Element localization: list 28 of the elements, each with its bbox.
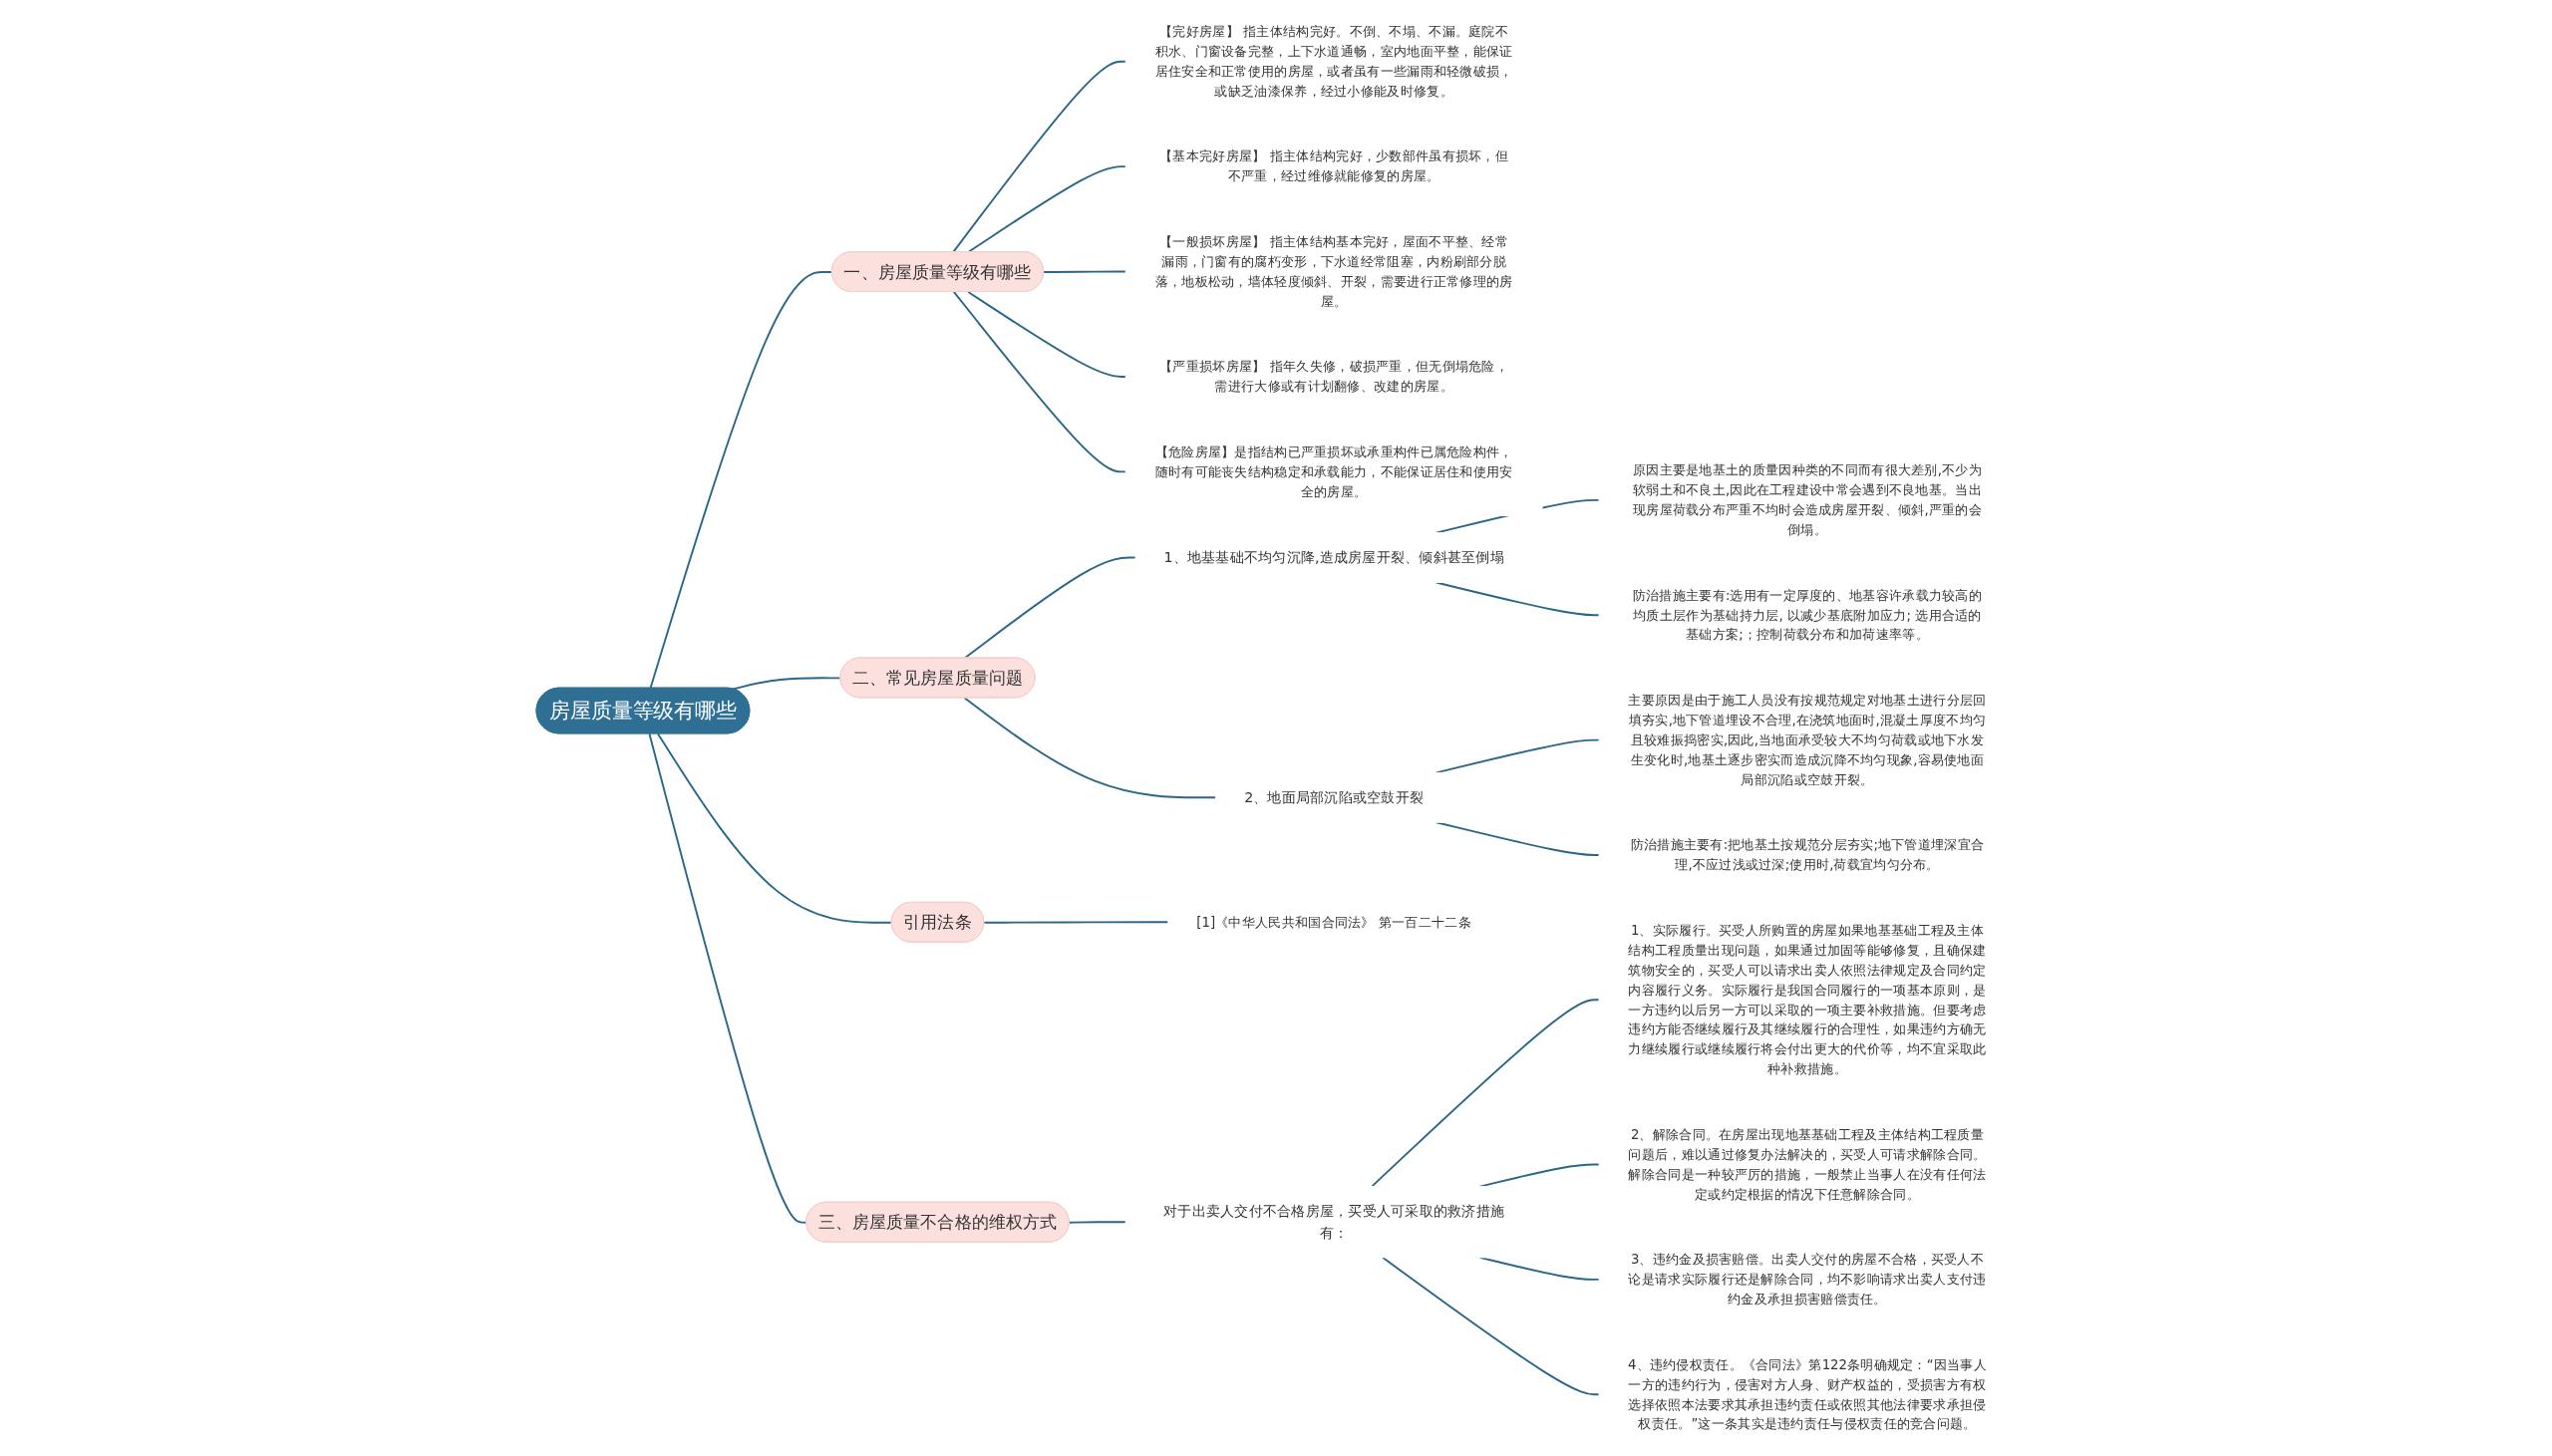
- connector: [1043, 270, 1127, 273]
- node-text: 【危险房屋】是指结构已严重损坏或承重构件已属危险构件，随时有可能丧失结构稳定和承载能力，不能保证居住和使用安全的房屋。: [1154, 443, 1513, 499]
- node-text: 主要原因是由于施工人员没有按规范规定对地基土进行分层回填夯实,地下管道埋设不合理,在浇筑地面时,混凝土厚度不均匀且较难振捣密实,因此,当地面承受较大不均匀荷载或地下水发生变化时,地基土逐步密实而造成沉降不均匀现象,容易使地面局部沉陷或空鼓开裂。: [1628, 692, 1987, 787]
- node-text: 【基本完好房屋】 指主体结构完好，少数部件虽有损坏，但不严重，经过维修就能修复的房屋。: [1159, 148, 1509, 184]
- connector: [649, 271, 833, 690]
- node-text: 1、地基基础不均匀沉降,造成房屋开裂、倾斜甚至倒塌: [1163, 548, 1504, 566]
- connector: [1068, 1221, 1127, 1224]
- connector: [1371, 999, 1600, 1188]
- node-text: 2、解除合同。在房屋出现地基基础工程及主体结构工程质量问题后，难以通过修复办法解决的，买受人可请求解除合同。解除合同是一种较严厉的措施，一般禁止当事人在没有任何法定或约定根据的情况下任意解除合同。: [1628, 1126, 1987, 1202]
- connector: [963, 697, 1217, 799]
- node-text: 【完好房屋】 指主体结构完好。不倒、不塌、不漏。庭院不积水、门窗设备完整，上下水道通畅，室内地面平整，能保证居住安全和正常使用的房屋，或者虽有一些漏雨和轻微破损，或缺乏油漆保养，经过小修能及时修复。: [1154, 23, 1513, 99]
- node-text: 原因主要是地基土的质量因种类的不同而有很大差别,不少为软弱土和不良土,因此在工程建设中常会遇到不良地基。当出现房屋荷载分布严重不均时会造成房屋开裂、倾斜,严重的会倒塌。: [1633, 461, 1982, 537]
- node-text: 3、违约金及损害赔偿。出卖人交付的房屋不合格，买受人不论是请求实际履行还是解除合同，均不影响请求出卖人支付违约金及承担损害赔偿责任。: [1628, 1251, 1987, 1307]
- connector: [952, 291, 1127, 473]
- connector: [983, 921, 1169, 924]
- node-text: 1、实际履行。买受人所购置的房屋如果地基基础工程及主体结构工程质量出现问题，如果通过加固等能够修复，且确保建筑物安全的，买受人可以请求出卖人依照法律规定及合同约定内容履行义务。实际履行是我国合同履行的一项基本原则，是一方违约以后另一方可以采取的一项主要补救措施。但要考虑违约方能否继续履行及其继续履行的合理性，如果违约方确无力继续履行或继续履行将会付出更大的代价等，均不宜采取此种补救措施。: [1628, 922, 1987, 1077]
- connector: [967, 291, 1127, 378]
- connector: [1382, 1256, 1600, 1396]
- node-text: 【一般损坏房屋】 指主体结构基本完好，屋面不平整、经常漏雨，门窗有的腐朽变形，下水道经常阻塞，内粉刷部分脱落，地板松动，墙体轻度倾斜、开裂，需要进行正常修理的房屋。: [1154, 233, 1513, 309]
- node-text: 2、地面局部沉陷或空鼓开裂: [1244, 788, 1425, 806]
- node-text: 4、违约侵权责任。《合同法》第122条明确规定：“因当事人一方的违约行为，侵害对方人身、财产权益的，受损害方有权选择依照本法要求其承担违约责任或依照其他法律要求承担侵权责任。”这一条其实是违约责任与侵权责任的竞合问题。: [1628, 1356, 1987, 1432]
- node-text: 【严重损坏房屋】 指年久失修，破损严重，但无倒塌危险，需进行大修或有计划翻修、改建的房屋。: [1159, 358, 1509, 395]
- node-text: 防治措施主要有:选用有一定厚度的、地基容许承载力较高的均质土层作为基础持力层, 以减少基底附加应力; 选用合适的基础方案;；控制荷载分布和加荷速率等。: [1632, 587, 1983, 643]
- node-text: 对于出卖人交付不合格房屋，买受人可采取的救济措施有：: [1163, 1202, 1505, 1242]
- connector: [1478, 1256, 1600, 1281]
- connector: [657, 732, 893, 924]
- node-text: 防治措施主要有:把地基土按规范分层夯实;地下管道埋深宜合理,不应过浅或过深;使用时,荷载宜均匀分布。: [1630, 836, 1985, 873]
- node-text: [1]《中华人民共和国合同法》 第一百二十二条: [1196, 914, 1471, 930]
